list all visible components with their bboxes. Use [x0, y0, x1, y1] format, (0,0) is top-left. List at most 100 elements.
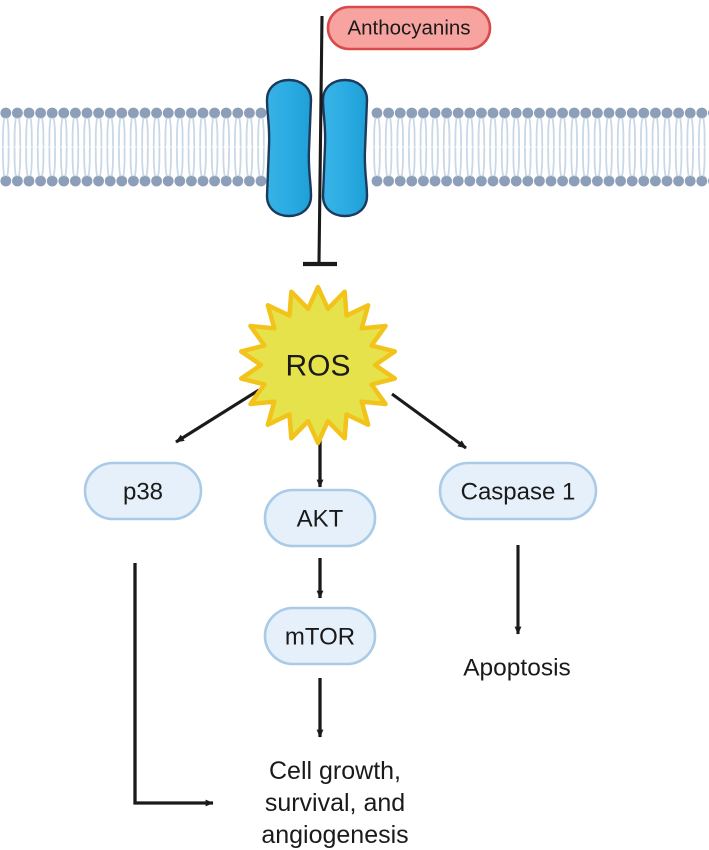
phospholipid-head	[255, 175, 267, 187]
phospholipid-tail	[663, 147, 667, 177]
phospholipid-tail	[250, 117, 254, 147]
phospholipid-tail	[110, 147, 114, 177]
node-caspase1[interactable]: Caspase 1	[438, 461, 598, 521]
phospholipid-head	[603, 175, 615, 187]
node-ros[interactable]: ROS	[238, 284, 398, 446]
phospholipid-head	[476, 175, 487, 187]
phospholipid-head	[545, 175, 557, 187]
phospholipid-tail	[384, 117, 388, 147]
phospholipid-tail	[586, 147, 590, 177]
phospholipid-head	[464, 175, 476, 187]
phospholipid-tail	[632, 147, 636, 177]
phospholipid-head	[452, 175, 464, 187]
phospholipid-tail	[176, 117, 180, 147]
phospholipid-tail	[2, 147, 6, 177]
phospholipid-tail	[226, 147, 230, 177]
phospholipid-tail	[477, 117, 481, 147]
phospholipid-tail	[222, 147, 226, 177]
phospholipid-head	[220, 175, 232, 187]
mtor-box[interactable]	[263, 606, 377, 666]
phospholipid-head	[510, 175, 522, 187]
phospholipid-head	[580, 107, 592, 119]
phospholipid-tail	[598, 147, 602, 177]
phospholipid-head	[232, 175, 244, 187]
node-mtor[interactable]: mTOR	[263, 606, 377, 666]
phospholipid-tail	[168, 147, 172, 177]
phospholipid-tail	[384, 147, 388, 177]
phospholipid-head	[476, 107, 487, 119]
phospholipid-tail	[558, 117, 562, 147]
phospholipid-tail	[106, 147, 110, 177]
phospholipid-head	[499, 175, 510, 187]
phospholipid-head	[429, 107, 441, 119]
phospholipid-tail	[203, 147, 207, 177]
phospholipid-tail	[122, 147, 126, 177]
phospholipid-tail	[129, 117, 133, 147]
phospholipid-head	[603, 107, 615, 119]
phospholipid-head	[696, 175, 708, 187]
p38-box[interactable]	[83, 461, 203, 521]
cell-growth-line-1: Cell growth,	[269, 757, 401, 785]
phospholipid-tail	[122, 117, 126, 147]
phospholipid-tail	[408, 147, 412, 177]
phospholipid-tail	[157, 117, 161, 147]
phospholipid-tail	[482, 147, 486, 177]
phospholipid-head	[650, 107, 661, 119]
edge-anthocyanins-inhibits-ros	[303, 15, 337, 267]
phospholipid-head	[615, 175, 626, 187]
ros-p38-arrow	[175, 388, 260, 444]
phospholipid-tail	[424, 147, 428, 177]
phospholipid-tail	[651, 147, 655, 177]
phospholipid-tail	[540, 147, 544, 177]
phospholipid-tail	[528, 117, 532, 147]
phospholipid-tail	[489, 147, 493, 177]
phospholipid-tail	[419, 117, 423, 147]
phospholipid-tail	[396, 117, 400, 147]
phospholipid-tail	[118, 147, 122, 177]
phospholipid-tail	[454, 117, 458, 147]
phospholipid-tail	[470, 117, 474, 147]
phospholipid-tail	[203, 117, 207, 147]
ros-starburst[interactable]	[238, 284, 398, 446]
phospholipid-head	[81, 175, 93, 187]
inhibition-line	[317, 15, 324, 264]
phospholipid-tail	[29, 147, 33, 177]
phospholipid-head	[661, 107, 673, 119]
phospholipid-tail	[134, 147, 138, 177]
phospholipid-tail	[466, 117, 470, 147]
phospholipid-tail	[238, 117, 242, 147]
mtor-label: mTOR	[285, 624, 355, 651]
phospholipid-head	[197, 175, 209, 187]
phospholipid-tail	[199, 147, 203, 177]
phospholipid-tail	[551, 117, 555, 147]
node-anthocyanins[interactable]: Anthocyanins	[326, 5, 492, 51]
phospholipid-head	[650, 175, 661, 187]
phospholipid-head	[638, 107, 650, 119]
phospholipid-head	[371, 107, 383, 119]
phospholipid-tail	[582, 147, 586, 177]
caspase1-box[interactable]	[438, 461, 598, 521]
phospholipid-head	[684, 107, 696, 119]
phospholipid-head	[232, 107, 244, 119]
phospholipid-head	[534, 107, 545, 119]
phospholipid-tail	[605, 147, 609, 177]
phospholipid-tail	[616, 147, 620, 177]
phospholipid-head	[371, 175, 383, 187]
phospholipid-tail	[99, 117, 103, 147]
phospholipid-head	[592, 175, 603, 187]
phospholipid-head	[255, 107, 267, 119]
phospholipid-tail	[435, 147, 439, 177]
node-p38[interactable]: p38	[83, 461, 203, 521]
phospholipid-head	[151, 107, 163, 119]
phospholipid-tail	[234, 117, 238, 147]
phospholipid-tail	[628, 117, 632, 147]
akt-box[interactable]	[263, 488, 377, 548]
phospholipid-tail	[164, 117, 168, 147]
node-akt[interactable]: AKT	[263, 488, 377, 548]
phospholipid-tail	[18, 147, 22, 177]
phospholipid-head	[70, 175, 81, 187]
phospholipid-tail	[605, 117, 609, 147]
anthocyanins-pill[interactable]	[326, 5, 492, 51]
phospholipid-tail	[134, 117, 138, 147]
